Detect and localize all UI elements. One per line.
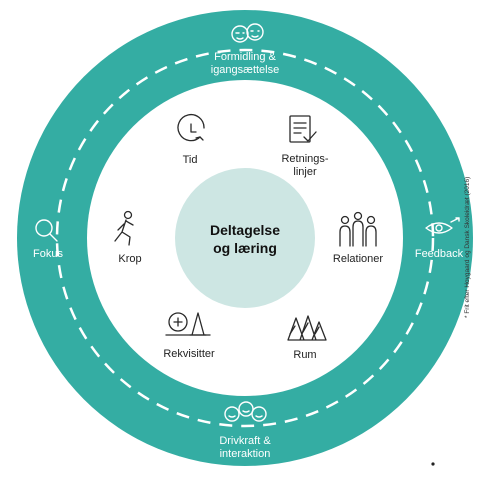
inner-rekvisitter-label: Rekvisitter — [163, 348, 215, 360]
inner-retningslinjer-label-line2: linjer — [293, 166, 317, 178]
two-faces-icon — [231, 23, 264, 43]
inner-rum-label: Rum — [293, 349, 316, 361]
inner-tid-label: Tid — [183, 154, 198, 166]
inner-retningslinjer-label-line1: Retnings- — [281, 153, 328, 165]
clock-icon — [177, 113, 205, 142]
outer-bottom-label-line2: interaktion — [220, 448, 271, 460]
source-note: * Frit efter Hoygaard og Dansk Skoleidræ… — [464, 177, 471, 318]
people-icon — [339, 211, 377, 247]
outer-top-label-line1: Formidling & — [214, 51, 276, 63]
trees-icon — [287, 315, 327, 341]
center-title-line2: og læring — [213, 240, 277, 256]
center-circle — [175, 168, 315, 308]
inner-relationer-label: Relationer — [333, 253, 383, 265]
dashed-track — [55, 48, 435, 428]
outer-top-label-line2: igangsættelse — [211, 64, 280, 76]
group-faces-icon — [224, 401, 267, 422]
eye-arrow-icon — [425, 217, 460, 234]
props-icon — [165, 312, 211, 336]
magnifier-icon — [35, 219, 58, 242]
checklist-icon — [289, 115, 317, 143]
stray-dot — [431, 462, 435, 466]
inner-krop-label: Krop — [118, 253, 141, 265]
outer-bottom-label-line1: Drivkraft & — [219, 435, 271, 447]
outer-left-label: Fokus — [33, 248, 63, 260]
running-figure-icon — [114, 210, 134, 246]
outer-right-label: Feedback — [415, 248, 464, 260]
center-title-line1: Deltagelse — [210, 222, 280, 238]
